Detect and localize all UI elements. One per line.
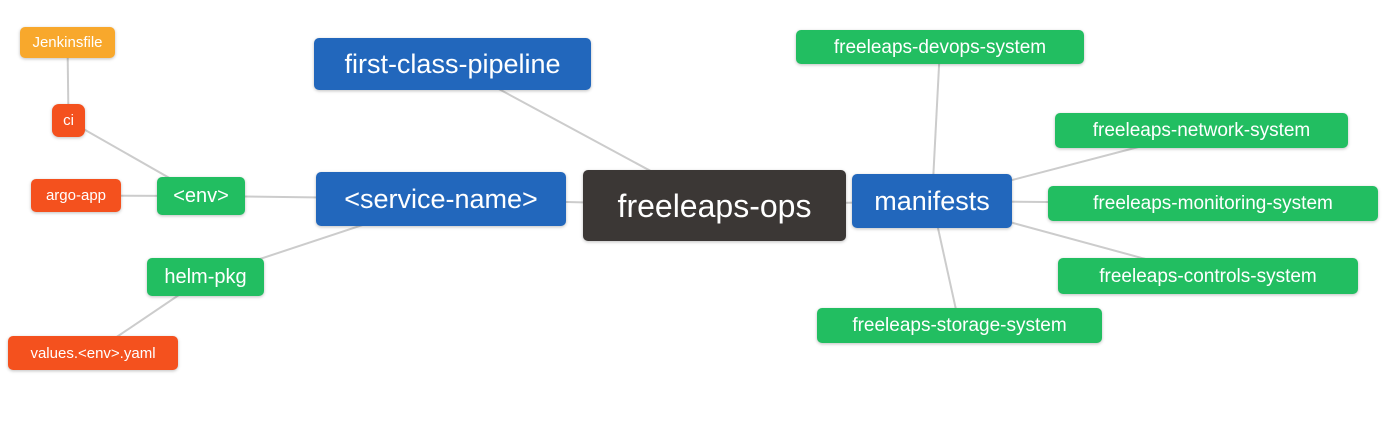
node-env[interactable]: <env>: [157, 177, 245, 215]
node-service-name[interactable]: <service-name>: [316, 172, 566, 226]
node-freeleaps-controls-system[interactable]: freeleaps-controls-system: [1058, 258, 1358, 294]
node-jenkinsfile[interactable]: Jenkinsfile: [20, 27, 115, 58]
node-first-class-pipeline[interactable]: first-class-pipeline: [314, 38, 591, 90]
node-argo-app[interactable]: argo-app: [31, 179, 121, 212]
node-freeleaps-monitoring-system[interactable]: freeleaps-monitoring-system: [1048, 186, 1378, 221]
node-manifests[interactable]: manifests: [852, 174, 1012, 228]
node-values-env-yaml[interactable]: values.<env>.yaml: [8, 336, 178, 370]
node-freeleaps-devops-system[interactable]: freeleaps-devops-system: [796, 30, 1084, 64]
node-freeleaps-network-system[interactable]: freeleaps-network-system: [1055, 113, 1348, 148]
node-freeleaps-ops[interactable]: freeleaps-ops: [583, 170, 846, 241]
node-freeleaps-storage-system[interactable]: freeleaps-storage-system: [817, 308, 1102, 343]
node-ci[interactable]: ci: [52, 104, 85, 137]
node-helm-pkg[interactable]: helm-pkg: [147, 258, 264, 296]
